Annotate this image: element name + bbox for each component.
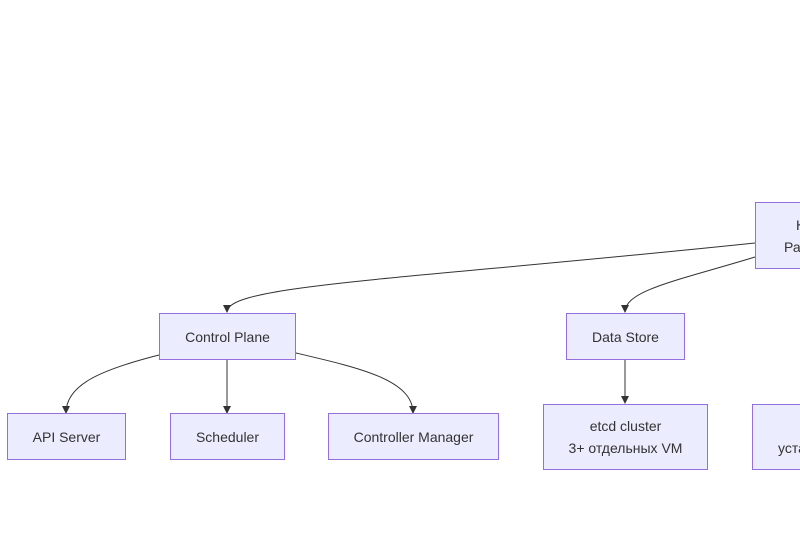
edge-root-control-plane [223,242,756,313]
control-plane-label: Control Plane [185,328,270,345]
edge-control-plane-api-server [62,354,160,414]
root-node-line2: Раз [784,238,800,255]
edge-root-data-store [621,256,756,313]
etcd-node: etcd cluster 3+ отдельных VM [543,404,708,470]
right-bottom-line2: уста [778,440,800,456]
data-store-node: Data Store [566,313,685,360]
etcd-label-line2: 3+ отдельных VM [568,440,683,456]
controller-manager-label: Controller Manager [353,428,474,445]
api-server-node: API Server [7,413,126,460]
data-store-label: Data Store [592,328,659,345]
scheduler-label: Scheduler [195,428,260,445]
scheduler-node: Scheduler [170,413,285,460]
controller-manager-node: Controller Manager [328,413,499,460]
etcd-label-line1: etcd cluster [589,418,662,434]
right-bottom-node: уста [752,404,800,470]
root-node: К Раз [755,202,800,269]
control-plane-node: Control Plane [159,313,296,360]
api-server-label: API Server [32,428,101,445]
root-node-line1: К [794,214,800,236]
edge-control-plane-controller-manager [295,352,417,414]
